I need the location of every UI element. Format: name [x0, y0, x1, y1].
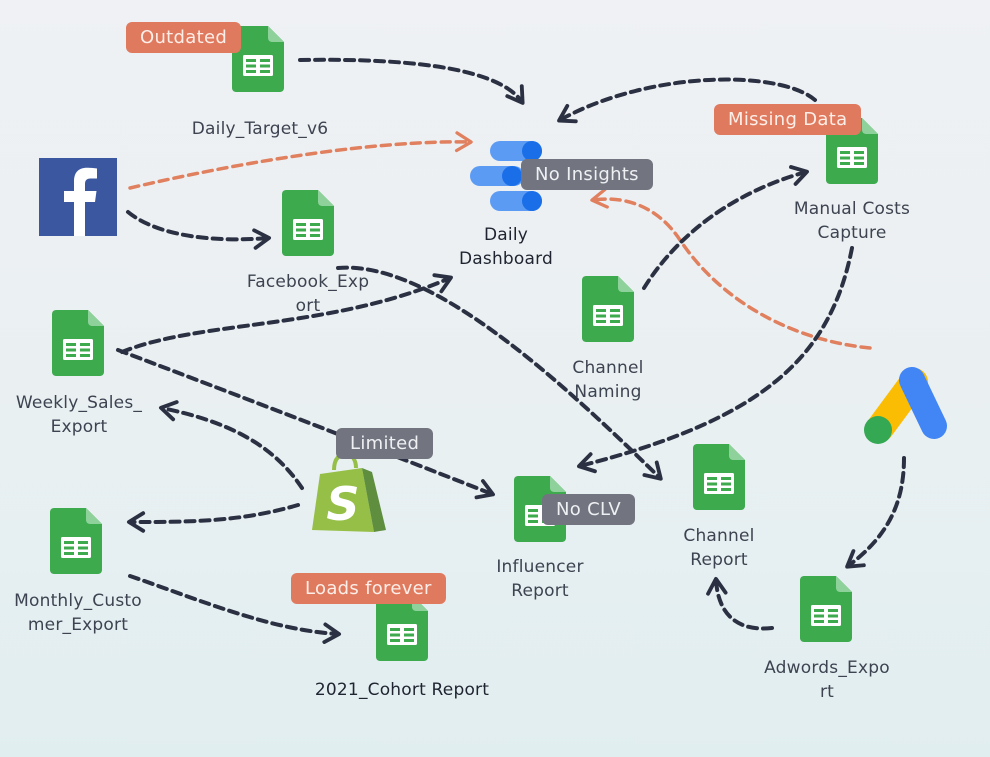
spreadsheet-icon[interactable] — [52, 310, 104, 376]
node-label-monthly-customer: Monthly_Custo mer_Export — [14, 591, 142, 635]
node-label-channel-report: Channel Report — [683, 526, 755, 570]
edge-arrow-weekly-sales-to-daily-dashboard — [120, 273, 453, 354]
node-label-daily-dashboard: Daily Dashboard — [458, 225, 554, 269]
edge-arrow-facebook-to-daily-dashboard — [128, 131, 473, 190]
edge-arrow-google-ads-to-daily-dashboard — [590, 187, 872, 350]
status-badge-no-clv: No CLV — [542, 494, 635, 525]
status-badge-missing-data: Missing Data — [714, 104, 862, 135]
node-label-influencer-report: Influencer Report — [496, 557, 584, 601]
edge-arrow-shopify-to-weekly-sales — [158, 400, 304, 490]
edge-arrow-manual-costs-to-daily-dashboard — [557, 77, 817, 124]
node-label-facebook-export: Facebook_Exp ort — [246, 272, 370, 316]
node-label-daily-target: Daily_Target_v6 — [191, 119, 329, 139]
edge-arrow-monthly-customer-to-cohort-report — [128, 574, 342, 644]
edge-arrow-daily-target-to-daily-dashboard — [298, 57, 525, 105]
spreadsheet-icon[interactable] — [282, 190, 334, 256]
spreadsheet-icon[interactable] — [582, 276, 634, 342]
edge-arrow-manual-costs-to-influencer-report — [577, 246, 854, 474]
svg-text:S: S — [326, 477, 359, 531]
shopify-icon[interactable]: S — [310, 452, 388, 534]
status-badge-loads-forever: Loads forever — [291, 573, 446, 604]
status-badge-limited: Limited — [336, 428, 434, 459]
facebook-icon[interactable] — [39, 158, 117, 236]
google-ads-icon[interactable] — [860, 364, 950, 444]
node-label-adwords-export: Adwords_Expo rt — [764, 658, 890, 702]
edge-arrow-channel-naming-to-manual-costs — [642, 165, 809, 290]
node-label-channel-naming: Channel Naming — [572, 358, 644, 402]
edge-arrow-weekly-sales-to-influencer-report — [116, 348, 495, 500]
status-badge-outdated: Outdated — [126, 22, 242, 53]
node-label-cohort-report: 2021_Cohort Report — [314, 680, 490, 700]
looker-studio-icon[interactable] — [468, 138, 548, 214]
edge-arrow-facebook-export-to-channel-report — [336, 265, 663, 481]
spreadsheet-icon[interactable] — [376, 595, 428, 661]
node-label-manual-costs: Manual Costs Capture — [793, 199, 911, 243]
edge-arrow-shopify-to-monthly-customer — [126, 503, 300, 533]
edge-arrow-google-ads-to-adwords-export — [845, 456, 906, 569]
spreadsheet-icon[interactable] — [693, 444, 745, 510]
edge-arrow-adwords-export-to-channel-report — [706, 576, 774, 631]
edge-arrow-facebook-to-facebook-export — [126, 210, 272, 250]
spreadsheet-icon[interactable] — [50, 508, 102, 574]
status-badge-no-insights: No Insights — [521, 159, 653, 190]
node-label-weekly-sales: Weekly_Sales_ Export — [15, 393, 143, 437]
spreadsheet-icon[interactable] — [800, 576, 852, 642]
